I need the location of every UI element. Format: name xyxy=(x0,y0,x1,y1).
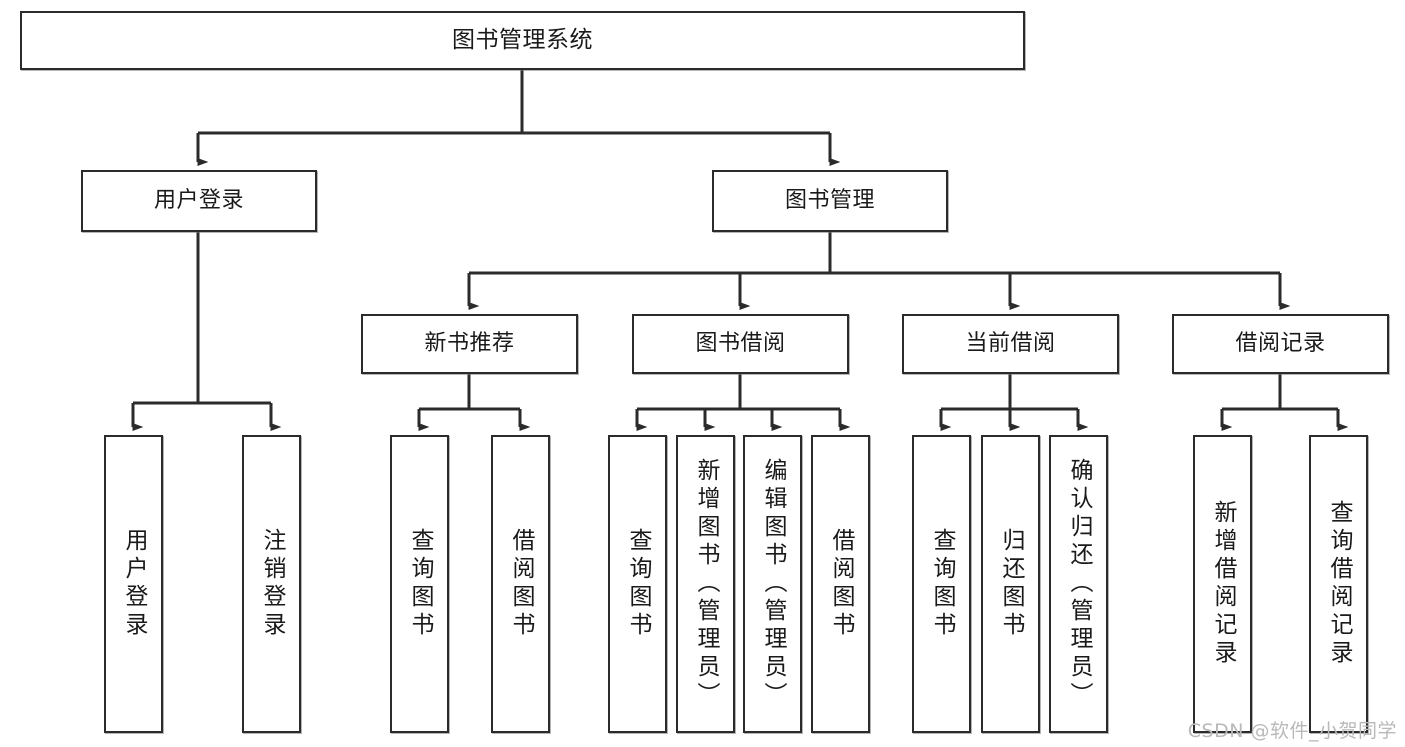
node-leaf-borrow-book-new-label: 借阅图书 xyxy=(508,528,534,640)
node-leaf-borrow-book-label: 借阅图书 xyxy=(828,528,854,640)
node-current-borrow[interactable]: 当前借阅 xyxy=(902,314,1119,374)
node-leaf-confirm-return-admin-label: 确认归还（管理员） xyxy=(1066,458,1092,710)
node-leaf-borrow-book-new[interactable]: 借阅图书 xyxy=(491,435,550,733)
node-leaf-add-book-admin[interactable]: 新增图书（管理员） xyxy=(676,435,735,733)
node-book-borrow-label: 图书借阅 xyxy=(695,331,786,357)
node-borrow-record[interactable]: 借阅记录 xyxy=(1172,314,1389,374)
node-root-label: 图书管理系统 xyxy=(452,27,593,54)
node-new-book-recommend-label: 新书推荐 xyxy=(424,331,515,357)
node-leaf-add-borrow-record[interactable]: 新增借阅记录 xyxy=(1193,435,1252,733)
node-borrow-record-label: 借阅记录 xyxy=(1235,331,1326,357)
node-leaf-user-login[interactable]: 用户登录 xyxy=(104,435,163,733)
node-leaf-user-login-label: 用户登录 xyxy=(121,528,147,640)
node-leaf-return-book[interactable]: 归还图书 xyxy=(981,435,1040,733)
node-leaf-add-book-admin-label: 新增图书（管理员） xyxy=(693,458,719,710)
node-leaf-add-borrow-record-label: 新增借阅记录 xyxy=(1210,500,1236,668)
node-leaf-edit-book-admin[interactable]: 编辑图书（管理员） xyxy=(743,435,802,733)
node-book-management[interactable]: 图书管理 xyxy=(712,170,948,232)
node-new-book-recommend[interactable]: 新书推荐 xyxy=(361,314,578,374)
watermark-text: CSDN @软件_小贺同学 xyxy=(1187,720,1397,742)
node-leaf-query-borrow-record[interactable]: 查询借阅记录 xyxy=(1309,435,1368,733)
node-book-borrow[interactable]: 图书借阅 xyxy=(632,314,849,374)
node-leaf-logout-label: 注销登录 xyxy=(259,528,285,640)
node-leaf-query-book-current[interactable]: 查询图书 xyxy=(912,435,971,733)
node-root[interactable]: 图书管理系统 xyxy=(20,11,1025,70)
node-leaf-logout[interactable]: 注销登录 xyxy=(242,435,301,733)
node-current-borrow-label: 当前借阅 xyxy=(965,331,1056,357)
node-book-management-label: 图书管理 xyxy=(784,188,875,214)
node-leaf-query-book-current-label: 查询图书 xyxy=(929,528,955,640)
node-user-login[interactable]: 用户登录 xyxy=(81,170,317,232)
node-leaf-query-book-new-label: 查询图书 xyxy=(407,528,433,640)
node-leaf-query-book-borrow-label: 查询图书 xyxy=(625,528,651,640)
node-user-login-label: 用户登录 xyxy=(153,188,244,214)
node-leaf-borrow-book[interactable]: 借阅图书 xyxy=(811,435,870,733)
node-leaf-edit-book-admin-label: 编辑图书（管理员） xyxy=(760,458,786,710)
node-leaf-query-book-borrow[interactable]: 查询图书 xyxy=(608,435,667,733)
node-leaf-query-book-new[interactable]: 查询图书 xyxy=(390,435,449,733)
node-leaf-confirm-return-admin[interactable]: 确认归还（管理员） xyxy=(1049,435,1108,733)
node-leaf-query-borrow-record-label: 查询借阅记录 xyxy=(1326,500,1352,668)
node-leaf-return-book-label: 归还图书 xyxy=(998,528,1024,640)
